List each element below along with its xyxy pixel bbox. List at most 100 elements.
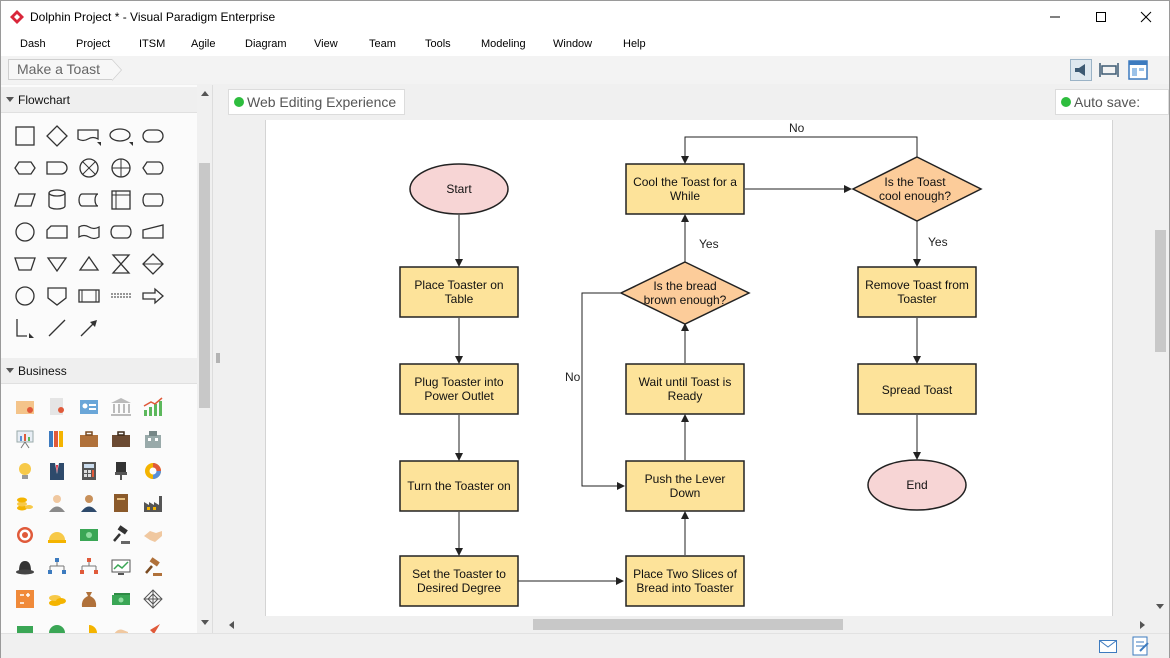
mail-icon[interactable] [1099,640,1117,653]
turn-on-process[interactable]: Turn the Toaster on [399,460,519,512]
palette-scrollbar[interactable] [197,85,212,633]
vertical-scroll-thumb[interactable] [1155,230,1166,352]
start-terminator[interactable]: Start [409,163,509,215]
sunrise-tool[interactable] [41,519,73,551]
briefcase-tool[interactable] [73,423,105,455]
preparation-shape-tool[interactable] [9,152,41,184]
sort-shape-tool[interactable] [137,248,169,280]
menu-tools[interactable]: Tools [425,38,451,50]
canvas-horizontal-scrollbar[interactable] [223,616,1152,633]
decision-shape-tool[interactable] [41,120,73,152]
spread-toast-process[interactable]: Spread Toast [857,363,977,415]
scroll-left-icon[interactable] [229,621,235,629]
manual-operation-shape-tool[interactable] [9,248,41,280]
binders-tool[interactable] [41,423,73,455]
id-card-tool[interactable] [73,391,105,423]
collate-shape-tool[interactable] [105,248,137,280]
punched-tape-shape-tool[interactable] [73,216,105,248]
scroll-down-icon[interactable] [201,620,209,626]
menu-window[interactable]: Window [553,38,593,50]
gavel-tool[interactable] [105,519,137,551]
web-editing-badge[interactable]: Web Editing Experience [228,89,406,115]
elbow-connector-tool[interactable] [9,312,41,344]
pie-slice-tool[interactable] [73,615,105,633]
document-award-tool[interactable] [41,391,73,423]
office-building-tool[interactable] [137,423,169,455]
connector-shape-tool[interactable] [9,216,41,248]
bowler-hat-tool[interactable] [9,551,41,583]
terminator-shape-tool[interactable] [105,120,137,152]
database-shape-tool[interactable] [41,184,73,216]
bank-tool[interactable] [105,391,137,423]
business-section-header[interactable]: Business [1,358,197,384]
internal-storage-shape-tool[interactable] [105,184,137,216]
handshake-tool[interactable] [137,519,169,551]
spider-web-tool[interactable] [137,583,169,615]
auto-save-badge[interactable]: Auto save: On [1055,89,1169,134]
growth-chart-tool[interactable] [137,391,169,423]
scroll-up-icon[interactable] [201,91,209,97]
calculator-tool[interactable] [73,455,105,487]
target-tool[interactable] [9,519,41,551]
menu-diagram[interactable]: Diagram [245,38,287,50]
team-structure-tool[interactable] [73,551,105,583]
merge-shape-tool[interactable] [41,248,73,280]
auction-tool[interactable] [137,551,169,583]
process-shape-tool[interactable] [9,120,41,152]
percent-tool[interactable] [41,615,73,633]
extract-shape-tool[interactable] [73,248,105,280]
scroll-down-icon[interactable] [1156,604,1164,610]
menu-view[interactable]: View [314,38,338,50]
pie-chart-tool[interactable] [137,455,169,487]
math-tool[interactable] [9,583,41,615]
off-page-connector-tool[interactable] [41,280,73,312]
announcement-button[interactable] [1070,59,1092,81]
document-shape-tool[interactable] [73,120,105,152]
data-shape-tool[interactable] [9,184,41,216]
display-shape-tool[interactable] [137,152,169,184]
close-button[interactable] [1123,1,1169,32]
coin-stack-tool[interactable] [41,583,73,615]
monitor-chart-tool[interactable] [105,551,137,583]
flowchart-section-header[interactable]: Flowchart [1,87,197,113]
money-bill-tool[interactable] [73,519,105,551]
or-junction-tool[interactable] [105,152,137,184]
manager-tool[interactable] [73,487,105,519]
cash-stack-tool[interactable] [105,583,137,615]
scroll-right-icon[interactable] [1140,621,1146,629]
coins-tool[interactable] [9,487,41,519]
dark-briefcase-tool[interactable] [105,423,137,455]
canvas-vertical-scrollbar[interactable] [1152,120,1169,616]
menu-itsm[interactable]: ITSM [139,38,166,50]
menu-project[interactable]: Project [76,38,111,50]
suit-tool[interactable] [41,455,73,487]
notebook-tool[interactable] [105,487,137,519]
notes-icon[interactable] [1132,636,1150,656]
arrow-connector-tool[interactable] [73,312,105,344]
maximize-button[interactable] [1078,1,1124,32]
summing-junction-tool[interactable] [73,152,105,184]
on-page-connector-tool[interactable] [9,280,41,312]
rounded-process-shape-tool[interactable] [137,120,169,152]
menu-dash[interactable]: Dash [20,38,46,50]
businessman-tool[interactable] [41,487,73,519]
delay-shape-tool[interactable] [41,152,73,184]
certificate-tool[interactable] [9,391,41,423]
menu-help[interactable]: Help [623,38,646,50]
org-chart-tool[interactable] [41,551,73,583]
direct-data-shape-tool[interactable] [137,184,169,216]
calendar-tool[interactable] [9,615,41,633]
card-shape-tool[interactable] [41,216,73,248]
idea-tool[interactable] [9,455,41,487]
factory-tool[interactable] [137,487,169,519]
menu-team[interactable]: Team [369,38,396,50]
presentation-tool[interactable] [9,423,41,455]
